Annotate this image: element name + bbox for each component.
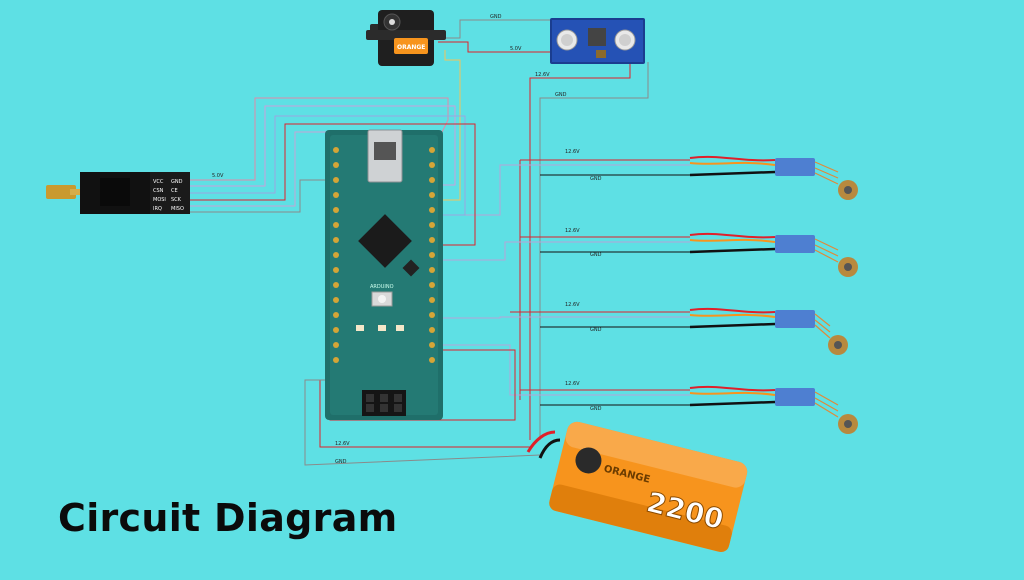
buck-input xyxy=(560,62,631,79)
battery-red-bus xyxy=(529,77,560,440)
esc-motor-group-1: 12.6V GND xyxy=(565,149,858,200)
esc-3 xyxy=(775,310,815,328)
esc-1 xyxy=(775,158,815,176)
label-gnd-bottom: GND xyxy=(335,459,347,465)
label-gnd-top: GND xyxy=(490,14,502,20)
motor-4-gnd-label: GND xyxy=(590,406,602,412)
label-5v-top: 5.0V xyxy=(510,46,522,52)
esc1-signal xyxy=(438,164,690,216)
microcontroller-chip xyxy=(358,214,412,268)
nrf-pin-vcc: VCC xyxy=(153,179,164,185)
motor-4-power-label: 12.6V xyxy=(565,381,580,387)
servo-logo-badge xyxy=(394,38,428,54)
arduino-brand: ARDUINO xyxy=(370,284,394,290)
nrf-pin-miso: MISO xyxy=(171,206,184,212)
nrf24-module: VCC CSN MOSI IRQ GND CE SCK MISO xyxy=(46,172,190,214)
battery-gnd-to-arduino xyxy=(304,379,541,466)
esc-4 xyxy=(775,388,815,406)
motor-2-power-label: 12.6V xyxy=(565,228,580,234)
motor-2-gnd-label: GND xyxy=(590,252,602,258)
nrf-pin-ce: CE xyxy=(171,188,178,194)
label-12v-top: 12.6V xyxy=(535,72,550,78)
esc-motor-group-4: 12.6V GND xyxy=(565,381,858,434)
nrf-pin-mosi: MOSI xyxy=(153,197,166,203)
nrf-pin-sck: SCK xyxy=(171,197,182,203)
arduino-nano: ARDUINO xyxy=(325,129,443,420)
motor-1-power-label: 12.6V xyxy=(565,149,580,155)
antenna-connector xyxy=(46,185,76,199)
arduino-right-pins xyxy=(429,147,435,363)
buck-converter xyxy=(550,18,645,64)
motor-3-power-label: 12.6V xyxy=(565,302,580,308)
arduino-left-pins xyxy=(333,147,339,363)
nrf-wire-1 xyxy=(190,97,449,181)
servo-motor: ORANGE xyxy=(366,10,446,66)
lipo-battery: ORANGE 2200 xyxy=(526,421,748,553)
nrf-wire-2 xyxy=(190,105,456,187)
nrf-pin-gnd: GND xyxy=(171,179,183,185)
icsp-header xyxy=(362,390,406,416)
battery-red-to-vin xyxy=(319,380,530,448)
nrf-pin-irq: IRQ xyxy=(153,206,162,212)
motor-1-gnd-label: GND xyxy=(590,176,602,182)
nrf-wire-vcc xyxy=(190,123,476,246)
motor-3-gnd-label: GND xyxy=(590,327,602,333)
gnd-bus-to-buck xyxy=(539,62,649,440)
esc3-signal xyxy=(438,316,690,319)
label-nrf-vcc: 5.0V xyxy=(212,173,224,179)
nrf-wire-gnd xyxy=(190,179,330,213)
label-gnd-mid: GND xyxy=(555,92,567,98)
label-12v-bottom: 12.6V xyxy=(335,441,350,447)
nrf-pin-labels: VCC CSN MOSI IRQ GND CE SCK MISO xyxy=(153,179,184,212)
servo-brand: ORANGE xyxy=(397,44,425,51)
buck-gnd-to-servo xyxy=(438,19,555,39)
servo-signal xyxy=(438,50,461,201)
esc-2 xyxy=(775,235,815,253)
esc4-signal xyxy=(438,344,690,396)
esc2-signal xyxy=(438,241,690,261)
buck-5v-to-servo xyxy=(438,41,555,53)
page-title: Circuit Diagram xyxy=(58,496,398,540)
nrf-wire-3 xyxy=(190,115,466,216)
nrf-pin-csn: CSN xyxy=(153,188,164,194)
esc-motor-group-2: 12.6V GND xyxy=(565,228,858,277)
wire-labels: GND 5.0V 12.6V GND 12.6V GND 5.0V xyxy=(212,14,567,465)
esc-motor-group-3: 12.6V GND xyxy=(565,302,848,355)
